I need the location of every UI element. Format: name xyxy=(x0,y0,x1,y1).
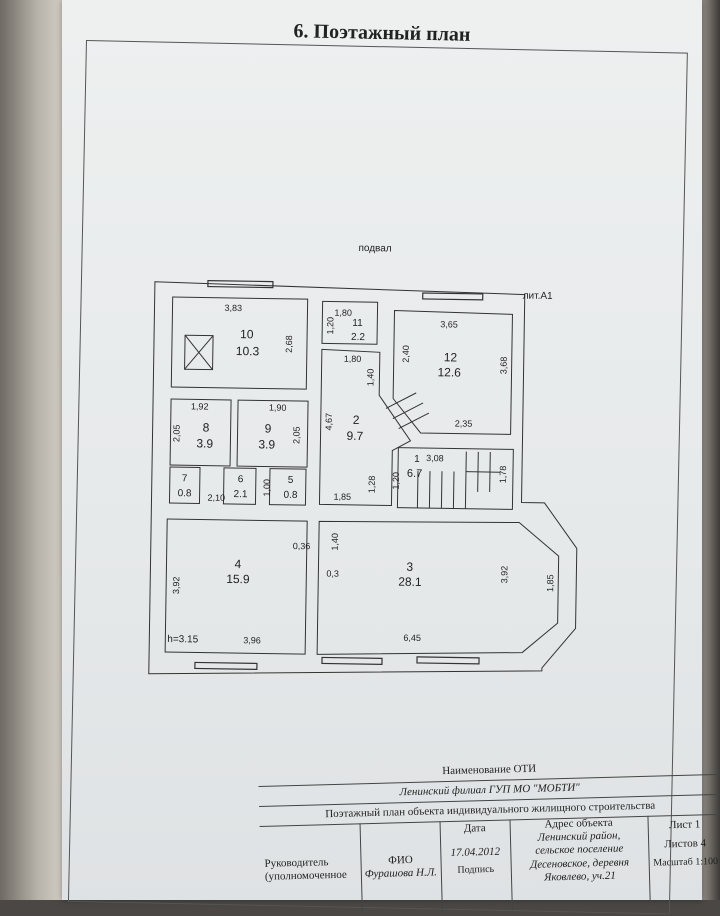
room-11-outline xyxy=(321,300,379,345)
dimension-label: 1,40 xyxy=(365,369,375,387)
windows xyxy=(194,279,484,671)
room-area: 10.3 xyxy=(236,344,260,358)
room-5-outline xyxy=(268,468,307,506)
dimension-label: 0,3 xyxy=(326,568,339,578)
sheet-count: Листов 4 xyxy=(664,837,707,851)
room-area: 0.8 xyxy=(178,488,193,499)
org-name: Ленинский филиал ГУП МО "МОБТИ" xyxy=(399,781,580,799)
dimension-label: 0,36 xyxy=(293,541,311,551)
room-area: 15.9 xyxy=(226,572,250,586)
room-1-outline xyxy=(396,447,514,510)
dimension-label: 3,08 xyxy=(426,453,444,463)
dimension-label: 1,90 xyxy=(269,403,287,413)
dimension-label: 2,05 xyxy=(291,426,301,444)
room-3-outline xyxy=(316,520,560,655)
dimension-label: 3,92 xyxy=(499,566,509,584)
room-2-outline xyxy=(318,348,412,507)
dimension-label: 4,67 xyxy=(324,413,334,431)
dimension-label: 3,92 xyxy=(171,577,181,595)
dimension-label: 1,80 xyxy=(334,308,352,318)
room-number: 1 xyxy=(414,454,420,465)
room-area: 28.1 xyxy=(398,575,422,589)
dimension-label: 3,68 xyxy=(499,357,509,375)
room-area: 3.9 xyxy=(196,436,213,450)
room-area: 12.6 xyxy=(437,365,461,379)
document-page: 6. Поэтажный план xyxy=(62,0,720,915)
dimension-label: 2,35 xyxy=(455,418,473,428)
dimension-label: 1,00 xyxy=(262,479,272,497)
dimension-label: 2,05 xyxy=(171,425,181,443)
room-number: 10 xyxy=(240,327,254,341)
room-area: 3.9 xyxy=(258,437,275,451)
room-number: 8 xyxy=(203,421,210,435)
lit-label: лит.А1 xyxy=(523,291,554,302)
room-number: 9 xyxy=(265,421,272,435)
dimension-label: 1,78 xyxy=(498,466,508,484)
room-number: 3 xyxy=(406,560,413,574)
title-block: Наименование ОТИ Ленинский филиал ГУП МО… xyxy=(258,753,720,916)
signature-header: Подпись xyxy=(457,863,495,876)
dimension-label: 2,40 xyxy=(401,345,411,363)
room-area: 0.8 xyxy=(284,490,299,501)
floor-plan: подвал лит.А1 h=3.15 10 10.3 11 2.2 12 1… xyxy=(148,243,578,675)
room-area: 2.1 xyxy=(234,489,249,500)
binder-left-edge xyxy=(0,0,70,900)
dimension-label: 3,96 xyxy=(243,635,261,645)
dimension-label: 1,40 xyxy=(330,533,340,551)
room-number: 12 xyxy=(444,350,458,364)
room-area: 2.2 xyxy=(351,332,366,343)
dimension-label: 1,80 xyxy=(344,354,362,364)
dimension-label: 1,85 xyxy=(334,492,352,502)
stove-symbol xyxy=(184,334,214,371)
dimension-label: 3,65 xyxy=(440,319,458,329)
dimension-label: 3,83 xyxy=(224,303,242,313)
room-9-outline xyxy=(236,399,309,468)
room-number: 6 xyxy=(238,474,244,485)
room-12-outline xyxy=(392,310,513,435)
room-4-outline xyxy=(164,518,308,655)
stair-steps xyxy=(416,451,500,509)
role-line: (уполномоченное xyxy=(264,868,347,884)
room-number: 11 xyxy=(352,318,363,329)
scale-label: Масштаб 1:100 xyxy=(653,856,719,870)
room-number: 4 xyxy=(234,557,241,571)
sheet-number: Лист 1 xyxy=(668,818,701,832)
dimension-label: 1,20 xyxy=(325,317,335,335)
dimension-label: 2,68 xyxy=(284,335,294,353)
dimension-label: 6,45 xyxy=(403,633,421,643)
room-number: 7 xyxy=(182,473,188,484)
dimension-label: 1,20 xyxy=(391,472,401,490)
room-7-outline xyxy=(168,466,201,504)
room-number: 5 xyxy=(288,475,294,486)
name-header: Наименование ОТИ xyxy=(442,762,537,778)
height-label: h=3.15 xyxy=(167,634,198,645)
dimension-label: 1,85 xyxy=(545,574,555,592)
date-header: Дата xyxy=(463,822,486,835)
dimension-label: 2,10 xyxy=(207,493,225,503)
room-number: 2 xyxy=(353,413,360,427)
room-8-outline xyxy=(169,398,232,467)
floor-label: подвал xyxy=(358,243,392,255)
fio-value: Фурашова Н.Л. xyxy=(364,866,438,881)
dimension-label: 1,28 xyxy=(367,476,377,494)
dimension-label: 1,92 xyxy=(191,401,209,411)
outer-wall xyxy=(148,281,578,675)
room-area: 6.7 xyxy=(407,468,422,480)
room-area: 9.7 xyxy=(346,429,363,443)
date-value: 17.04.2012 xyxy=(450,845,501,859)
room-6-outline xyxy=(222,467,257,505)
room-10-outline xyxy=(170,296,309,390)
